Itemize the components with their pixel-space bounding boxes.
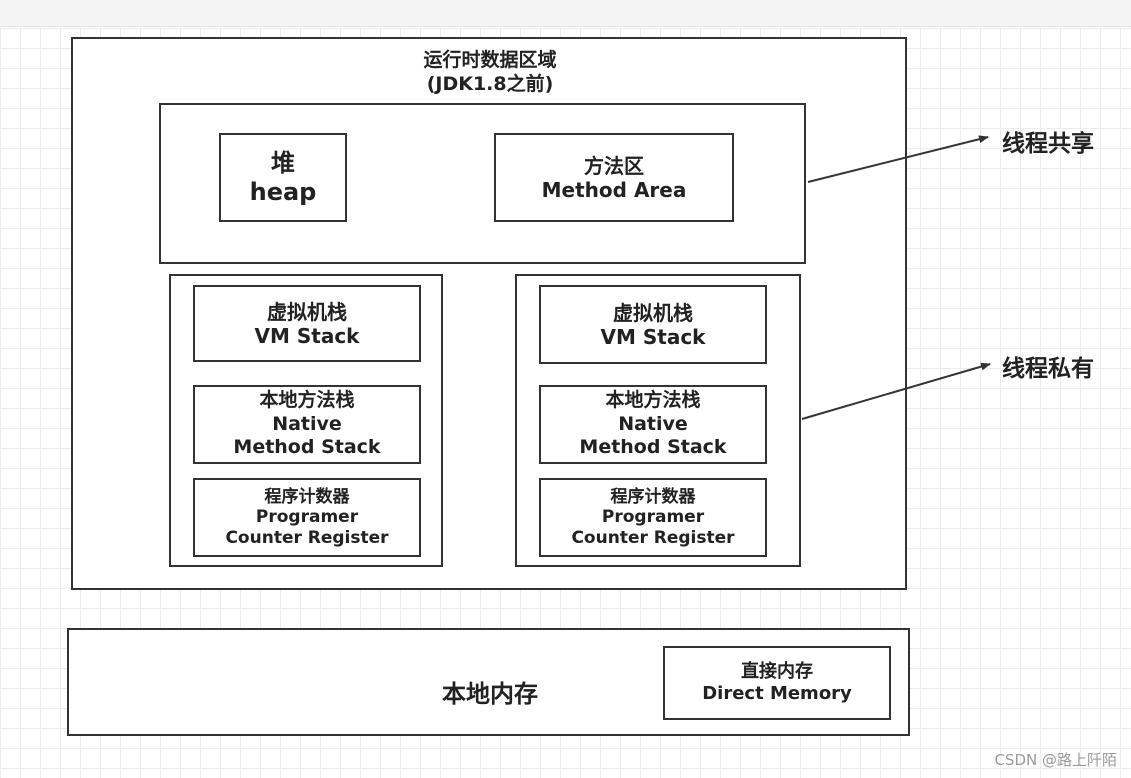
- private-arrow: [801, 362, 991, 420]
- direct-memory-label-cn: 直接内存: [741, 661, 813, 683]
- native-stack-label-cn: 本地方法栈: [605, 388, 701, 411]
- pc-register-label-en2: Counter Register: [571, 527, 735, 548]
- method-area-label-cn: 方法区: [584, 153, 644, 178]
- runtime-area-title-line1: 运行时数据区域: [423, 49, 557, 71]
- method-area-box: 方法区 Method Area: [494, 133, 734, 222]
- top-bar: [0, 0, 1131, 27]
- native-method-stack-box-2: 本地方法栈 Native Method Stack: [539, 385, 767, 464]
- direct-memory-label-en: Direct Memory: [702, 683, 852, 704]
- vm-stack-label-cn: 虚拟机栈: [267, 299, 347, 324]
- native-stack-label-en1: Native: [272, 412, 342, 435]
- thread-private-label: 线程私有: [1002, 356, 1094, 382]
- vm-stack-label-cn: 虚拟机栈: [613, 300, 693, 325]
- watermark-text: CSDN @路上阡陌: [994, 751, 1117, 769]
- native-stack-label-cn: 本地方法栈: [259, 388, 355, 411]
- vm-stack-box-2: 虚拟机栈 VM Stack: [539, 285, 767, 364]
- method-area-label-en: Method Area: [541, 177, 687, 202]
- native-method-stack-box-1: 本地方法栈 Native Method Stack: [193, 385, 421, 464]
- vm-stack-label-en: VM Stack: [254, 323, 360, 348]
- shared-arrow: [807, 135, 989, 183]
- heap-box: 堆 heap: [219, 133, 347, 222]
- heap-label-cn: 堆: [271, 148, 295, 177]
- pc-register-label-en2: Counter Register: [225, 527, 389, 548]
- pc-register-box-1: 程序计数器 Programer Counter Register: [193, 478, 421, 557]
- direct-memory-box: 直接内存 Direct Memory: [663, 646, 891, 720]
- runtime-area-title-line2: (JDK1.8之前): [426, 73, 554, 95]
- vm-stack-label-en: VM Stack: [600, 324, 706, 349]
- vm-stack-box-1: 虚拟机栈 VM Stack: [193, 285, 421, 362]
- native-stack-label-en1: Native: [618, 412, 688, 435]
- runtime-area-title: 运行时数据区域 (JDK1.8之前): [300, 48, 680, 96]
- pc-register-label-cn: 程序计数器: [610, 486, 696, 507]
- native-memory-label: 本地内存: [442, 680, 538, 708]
- native-stack-label-en2: Method Stack: [579, 436, 727, 459]
- pc-register-label-cn: 程序计数器: [264, 486, 350, 507]
- heap-label-en: heap: [249, 177, 317, 206]
- thread-shared-label: 线程共享: [1002, 131, 1094, 157]
- pc-register-box-2: 程序计数器 Programer Counter Register: [539, 478, 767, 557]
- pc-register-label-en1: Programer: [255, 507, 359, 528]
- pc-register-label-en1: Programer: [601, 507, 705, 528]
- native-stack-label-en2: Method Stack: [233, 436, 381, 459]
